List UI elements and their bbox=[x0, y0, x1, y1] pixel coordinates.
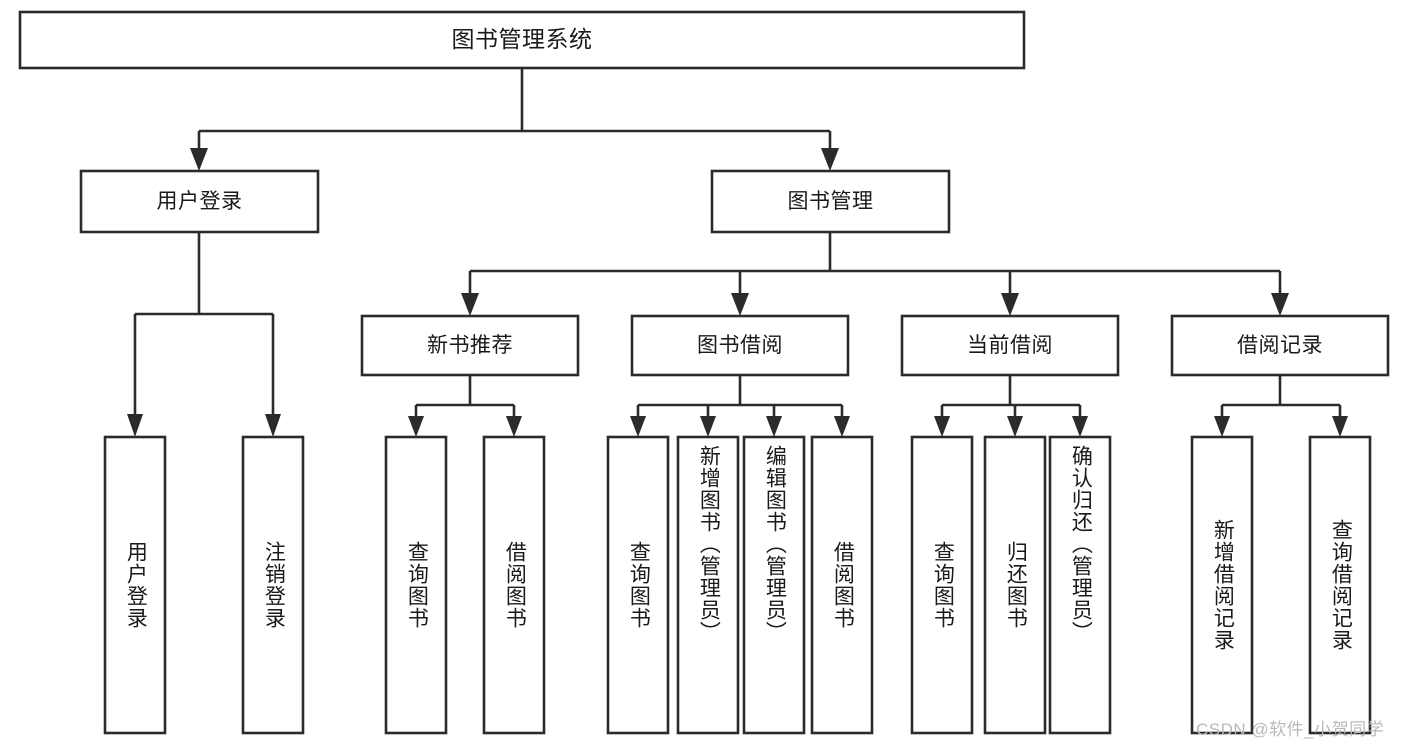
node-label-leaf-book-add: 新增图书（管理员） bbox=[697, 445, 721, 643]
arrow-head-leaf-cur-return bbox=[1007, 416, 1023, 437]
arrow-head-leaf-cur-query bbox=[934, 416, 950, 437]
node-label-book-borrow: 图书借阅 bbox=[697, 333, 783, 357]
node-box-leaf-rec-borrow[interactable] bbox=[482, 435, 546, 735]
arrow-head-leaf-rec-borrow bbox=[506, 416, 522, 437]
arrow-head-leaf-borrow-query bbox=[630, 416, 646, 437]
node-rect-group bbox=[18, 10, 1390, 735]
node-box-leaf-cur-query[interactable] bbox=[910, 435, 974, 735]
node-box-leaf-book-borrow[interactable] bbox=[810, 435, 874, 735]
node-label-leaf-rec-search: 查询借阅记录 bbox=[1329, 519, 1353, 651]
arrow-head-leaf-book-edit bbox=[766, 416, 782, 437]
connector-group-user-login bbox=[127, 232, 281, 437]
node-box-leaf-rec-search[interactable] bbox=[1308, 435, 1372, 735]
node-label-book-manage: 图书管理 bbox=[787, 189, 874, 213]
arrow-head-book-manage bbox=[821, 148, 839, 171]
arrow-head-leaf-user-login bbox=[127, 414, 143, 437]
node-box-leaf-borrow-query[interactable] bbox=[606, 435, 670, 735]
arrow-head-leaf-book-borrow bbox=[834, 416, 850, 437]
csdn-watermark: CSDN @软件_小贺同学 bbox=[1196, 720, 1385, 739]
arrow-head-leaf-rec-add bbox=[1214, 416, 1230, 437]
arrow-head-leaf-cur-confirm bbox=[1072, 416, 1088, 437]
node-box-leaf-book-add[interactable] bbox=[676, 435, 740, 735]
arrow-head-current-borrow bbox=[1001, 293, 1019, 316]
node-box-leaf-rec-query[interactable] bbox=[384, 435, 448, 735]
node-label-leaf-cur-return: 归还图书 bbox=[1004, 541, 1028, 629]
node-box-leaf-user-login[interactable] bbox=[103, 435, 167, 735]
node-box-user-login[interactable] bbox=[79, 169, 320, 234]
node-label-leaf-user-logout: 注销登录 bbox=[262, 541, 286, 629]
arrow-head-leaf-user-logout bbox=[265, 414, 281, 437]
node-label-leaf-book-edit: 编辑图书（管理员） bbox=[763, 445, 787, 643]
connector-group-book-manage bbox=[461, 232, 1289, 316]
node-box-current-borrow[interactable] bbox=[900, 314, 1120, 377]
node-label-leaf-cur-query: 查询图书 bbox=[931, 541, 955, 629]
node-label-user-login: 用户登录 bbox=[156, 189, 243, 213]
node-label-leaf-user-login: 用户登录 bbox=[124, 541, 148, 629]
node-label-leaf-cur-confirm: 确认归还（管理员） bbox=[1069, 445, 1093, 643]
arrow-head-new-book-rec bbox=[461, 293, 479, 316]
node-box-root[interactable] bbox=[18, 10, 1026, 70]
node-box-leaf-cur-confirm[interactable] bbox=[1048, 435, 1112, 735]
node-box-leaf-user-logout[interactable] bbox=[241, 435, 305, 735]
node-label-current-borrow: 当前借阅 bbox=[967, 333, 1053, 357]
arrow-head-user-login bbox=[190, 148, 208, 171]
node-label-leaf-rec-query: 查询图书 bbox=[405, 541, 429, 629]
node-box-borrow-record[interactable] bbox=[1170, 314, 1390, 377]
node-label-leaf-borrow-query: 查询图书 bbox=[627, 541, 651, 629]
connector-group-borrow-record bbox=[1214, 375, 1348, 437]
node-label-new-book-rec: 新书推荐 bbox=[427, 333, 513, 357]
arrow-head-leaf-book-add bbox=[700, 416, 716, 437]
arrow-head-leaf-rec-query bbox=[408, 416, 424, 437]
node-box-book-borrow[interactable] bbox=[630, 314, 850, 377]
node-label-leaf-book-borrow: 借阅图书 bbox=[831, 541, 855, 629]
arrow-head-book-borrow bbox=[731, 293, 749, 316]
node-box-new-book-rec[interactable] bbox=[360, 314, 580, 377]
arrow-head-leaf-rec-search bbox=[1332, 416, 1348, 437]
connector-group-new-book-rec bbox=[408, 375, 522, 437]
node-label-root: 图书管理系统 bbox=[451, 26, 593, 53]
node-box-leaf-book-edit[interactable] bbox=[742, 435, 806, 735]
node-label-borrow-record: 借阅记录 bbox=[1237, 333, 1323, 357]
connector-group-root bbox=[190, 68, 839, 171]
node-box-book-manage[interactable] bbox=[710, 169, 951, 234]
node-box-leaf-cur-return[interactable] bbox=[983, 435, 1047, 735]
node-label-leaf-rec-add: 新增借阅记录 bbox=[1211, 519, 1235, 651]
connector-group-current-borrow bbox=[934, 375, 1088, 437]
arrow-head-borrow-record bbox=[1271, 293, 1289, 316]
connector-group-book-borrow bbox=[630, 375, 850, 437]
node-box-leaf-rec-add[interactable] bbox=[1190, 435, 1254, 735]
node-label-leaf-rec-borrow: 借阅图书 bbox=[503, 541, 527, 629]
